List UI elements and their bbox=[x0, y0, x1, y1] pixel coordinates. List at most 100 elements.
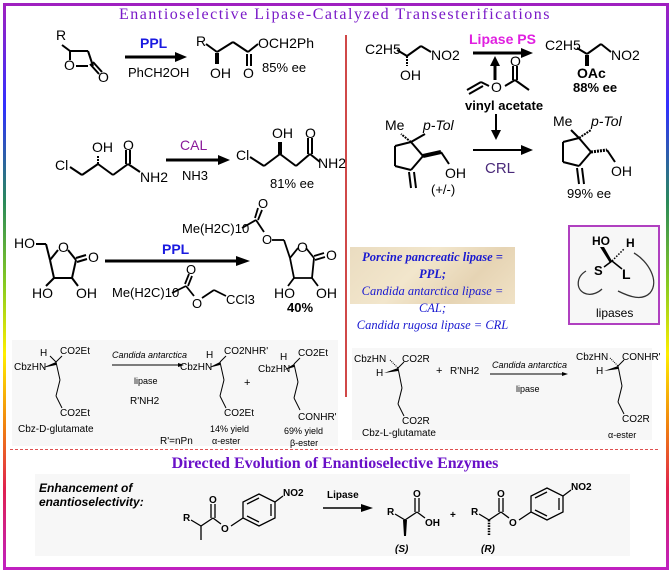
r5-down-arrow bbox=[491, 114, 501, 140]
r2-ee: 81% ee bbox=[270, 176, 314, 191]
gd-p2-yield: 69% yield bbox=[284, 426, 323, 436]
lipase-h: H bbox=[626, 236, 635, 250]
de-ps-r: R bbox=[387, 507, 395, 518]
r1-ee: 85% ee bbox=[262, 60, 306, 75]
gl-product-name: α-ester bbox=[608, 430, 636, 440]
r1-wedge bbox=[215, 53, 219, 64]
r5-reagent: CRL bbox=[485, 160, 515, 177]
reaction-5: Me p-Tol OH (+/-) CRL Me p-Tol OH 99% ee bbox=[385, 113, 632, 201]
gd-reagent-mid: lipase bbox=[134, 376, 158, 386]
lipase-s: S bbox=[594, 263, 603, 278]
gd-p2-chain bbox=[293, 357, 301, 411]
gl-p-h: H bbox=[596, 366, 603, 377]
r1-product-chain bbox=[205, 41, 259, 66]
r2-product-o: O bbox=[305, 125, 316, 141]
de-reagent: Lipase bbox=[327, 490, 359, 501]
r2-substrate-oh: OH bbox=[92, 139, 113, 155]
r2-cl: Cl bbox=[55, 157, 68, 173]
r5-product-ring bbox=[562, 129, 616, 185]
gd-p1-co2nhr: CO2NHR' bbox=[224, 346, 268, 357]
lipase-caption: lipases bbox=[596, 306, 633, 320]
r3-reagent-chain: Me(H2C)10 bbox=[112, 285, 179, 300]
r5-product-me: Me bbox=[553, 113, 573, 129]
gd-p2-h: H bbox=[280, 352, 287, 363]
de-heading-1: Enhancement of bbox=[39, 481, 133, 495]
r5-ee: 99% ee bbox=[567, 186, 611, 201]
r2-product-chain bbox=[249, 138, 321, 167]
r2-substrate-o: O bbox=[123, 137, 134, 153]
de-ps-wedge bbox=[403, 520, 407, 536]
gd-p2-name: β-ester bbox=[290, 438, 318, 448]
gl-plus: + bbox=[436, 365, 442, 377]
lipase-model-drawing: HO H S L lipases bbox=[577, 234, 655, 320]
r4-substrate-left: C2H5 bbox=[365, 41, 401, 57]
r3-product-chain: Me(H2C)10 bbox=[182, 221, 249, 236]
gd-arrow-head bbox=[178, 363, 184, 367]
r4-vinyl-up-arrow bbox=[490, 56, 500, 80]
r3-product-carbonyl-o: O bbox=[326, 247, 337, 263]
r1-product-group: OCH2Ph bbox=[258, 35, 314, 51]
r2-product-nh2: NH2 bbox=[318, 155, 346, 171]
reaction-1: R O O PPL PhCH2OH R OH O OCH2Ph 85% ee bbox=[56, 27, 314, 85]
r3-product-o2: O bbox=[262, 232, 272, 247]
r3-product-o1: O bbox=[258, 196, 268, 211]
lipase-wedge bbox=[600, 247, 612, 263]
r4-vinyl-acetate bbox=[466, 66, 530, 95]
gd-p1-chain bbox=[219, 355, 227, 409]
de-sub-o2: O bbox=[221, 524, 229, 535]
gl-p-cbzhn: CbzHN bbox=[576, 352, 608, 363]
r3-reagent-tail: CCl3 bbox=[226, 292, 255, 307]
r3-reagent-o1: O bbox=[186, 262, 196, 277]
r3-ho-bottom: HO bbox=[32, 285, 53, 301]
gl-arrow-head bbox=[562, 372, 568, 376]
gd-p1-name: α-ester bbox=[212, 436, 240, 446]
enzyme-abbreviation-legend: Porcine pancreatic lipase = PPL; Candida… bbox=[350, 247, 515, 332]
gd-p2-wedge bbox=[284, 364, 294, 370]
r4-reagent-label: vinyl acetate bbox=[465, 98, 543, 113]
r2-wedge bbox=[278, 142, 282, 154]
glutamate-d-scheme: H CO2Et CbzHN CO2Et Candida antarctica l… bbox=[14, 346, 337, 448]
r2-arrow bbox=[166, 155, 230, 165]
r3-product-ho: HO bbox=[274, 285, 295, 301]
gl-co2r-top: CO2R bbox=[402, 354, 430, 365]
gd-p1-h: H bbox=[206, 350, 213, 361]
gl-co2r-bottom: CO2R bbox=[402, 416, 430, 427]
directed-evolution-title: Directed Evolution of Enantioselective E… bbox=[171, 455, 499, 472]
reaction-2: Cl OH O NH2 CAL NH3 Cl OH O NH2 81% ee bbox=[55, 125, 346, 191]
r5-substrate-oh: OH bbox=[445, 165, 466, 181]
de-plus: + bbox=[450, 510, 456, 521]
lipase-pocket-right bbox=[617, 252, 655, 299]
gd-co2et-top: CO2Et bbox=[60, 346, 90, 357]
lipase-l: L bbox=[622, 266, 631, 282]
r1-product-oh: OH bbox=[210, 65, 231, 81]
r3-arrow bbox=[105, 256, 250, 266]
gl-cbzhn: CbzHN bbox=[354, 354, 386, 365]
r4-ee: 88% ee bbox=[573, 80, 617, 95]
gd-substrate-name: Cbz-D-glutamate bbox=[18, 424, 94, 435]
r4-product-left: C2H5 bbox=[545, 37, 581, 53]
gd-reagent-top: Candida antarctica bbox=[112, 350, 187, 360]
legend-line-cal: Candida antarctica lipase = CAL; bbox=[361, 284, 504, 315]
r4-substrate-chain bbox=[396, 45, 432, 66]
r1-reagent-top: PPL bbox=[140, 35, 168, 51]
r1-lactone-ring bbox=[61, 44, 103, 75]
de-product-s bbox=[394, 498, 426, 521]
r3-carbonyl-o: O bbox=[88, 249, 99, 265]
gl-wedge bbox=[384, 368, 398, 373]
r5-arrow bbox=[473, 145, 533, 155]
r3-product-oh: OH bbox=[316, 285, 337, 301]
de-pr-o2: O bbox=[509, 518, 517, 529]
de-product-r bbox=[478, 487, 572, 536]
gd-substrate-chain bbox=[49, 355, 63, 409]
gd-plus: + bbox=[244, 377, 250, 389]
de-pr-r: R bbox=[471, 507, 479, 518]
de-substrate bbox=[190, 493, 284, 540]
r4-product-chain bbox=[576, 43, 612, 55]
gl-amine: R'NH2 bbox=[450, 366, 480, 377]
r1-substrate-r: R bbox=[56, 27, 66, 43]
r4-product-group: OAc bbox=[577, 65, 606, 81]
r1-product-r: R bbox=[196, 33, 206, 49]
de-pr-o1: O bbox=[497, 489, 505, 500]
r3-oh-bottom: OH bbox=[76, 285, 97, 301]
r4-substrate-oh: OH bbox=[400, 67, 421, 83]
